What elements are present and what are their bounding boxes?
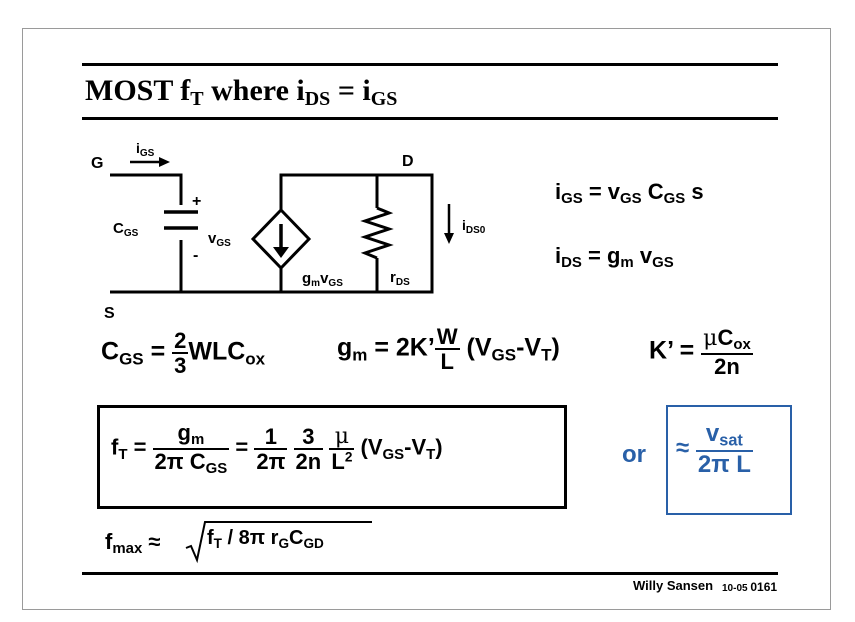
igs-arrow-label: iGS	[136, 140, 155, 159]
sqrt-radical	[185, 521, 372, 564]
title-top-rule	[82, 63, 778, 66]
slide-title: MOST fT where iDS = iGS	[85, 74, 398, 110]
vgs-label: vGS	[208, 230, 231, 249]
footer-slide-code: 10-05 0161	[722, 580, 778, 594]
node-s-label: S	[104, 305, 115, 322]
fmax-radicand: fT / 8π rGCGD	[207, 527, 324, 551]
rds-label: rDS	[390, 269, 410, 288]
plus-sign: +	[192, 193, 201, 210]
eq-igs: iGS = vGS CGS s	[555, 179, 704, 208]
ids0-label: iDS0	[462, 217, 486, 236]
node-g-label: G	[91, 155, 103, 172]
gm-vgs-label: gmvGS	[302, 270, 343, 289]
minus-sign: -	[193, 247, 198, 264]
circuit-wires	[110, 173, 434, 294]
footer-rule	[82, 572, 778, 575]
vsat-formula-box	[666, 405, 792, 515]
node-d-label: D	[402, 153, 414, 170]
title-bottom-rule	[82, 117, 778, 120]
eq-fmax: fmax ≈	[105, 529, 161, 558]
resistor-rds	[360, 206, 394, 260]
capacitor-cgs	[164, 210, 198, 230]
approx-sign: ≈	[676, 434, 690, 462]
current-arrow-igs	[130, 157, 170, 167]
eq-ids: iDS = gm vGS	[555, 243, 674, 272]
cgs-label: CGS	[113, 220, 139, 239]
current-arrow-ids0	[444, 204, 454, 244]
ft-formula-box	[97, 405, 567, 509]
dependent-current-source	[250, 207, 312, 271]
footer-author: Willy Sansen	[633, 578, 714, 593]
or-text: or	[622, 441, 646, 468]
